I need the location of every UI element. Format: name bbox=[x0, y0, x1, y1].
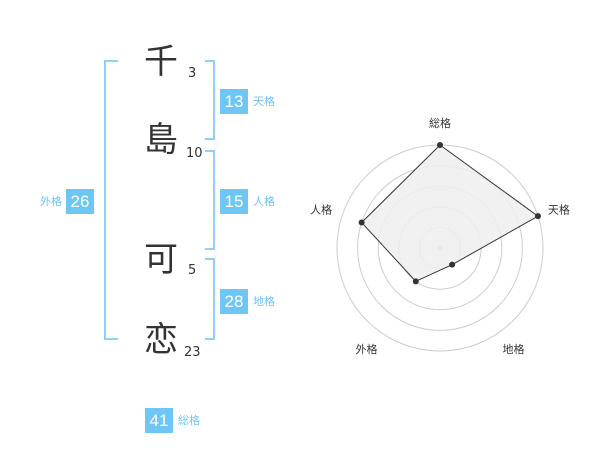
radar-axis-label-5: 人格 bbox=[310, 202, 332, 216]
radar-axis-label-3: 地格 bbox=[502, 342, 524, 356]
jinkaku-value: 15 bbox=[220, 189, 248, 214]
tenkaku-label: 天格 bbox=[253, 95, 275, 108]
radar-point-1 bbox=[437, 142, 443, 148]
radar-point-2 bbox=[534, 213, 541, 220]
gaikaku-bracket bbox=[104, 60, 118, 340]
chikaku-bracket bbox=[205, 258, 215, 340]
kanji-2: 島 bbox=[144, 120, 178, 160]
gaikaku-label: 外格 bbox=[40, 195, 62, 208]
tenkaku-badge: 13 天格 bbox=[220, 89, 275, 114]
radar-axis-label-4: 外格 bbox=[356, 342, 378, 356]
stroke-count-1: 3 bbox=[188, 66, 197, 81]
jinkaku-bracket bbox=[205, 150, 215, 250]
jinkaku-label: 人格 bbox=[253, 195, 275, 208]
radar-axis-label-1: 総格 bbox=[429, 116, 451, 130]
radar-point-4 bbox=[412, 278, 419, 285]
soukaku-value: 41 bbox=[145, 408, 173, 433]
stroke-count-3: 5 bbox=[188, 263, 197, 278]
jinkaku-badge: 15 人格 bbox=[220, 189, 275, 214]
radar-area bbox=[360, 144, 539, 282]
gaikaku-value: 26 bbox=[66, 189, 94, 214]
kanji-1: 千 bbox=[144, 42, 178, 82]
radar-point-3 bbox=[449, 261, 456, 268]
kanji-4: 恋 bbox=[144, 320, 178, 360]
radar-axis-label-2: 天格 bbox=[548, 202, 570, 216]
chikaku-label: 地格 bbox=[253, 295, 275, 308]
stroke-count-2: 10 bbox=[186, 146, 203, 161]
radar-point-5 bbox=[358, 219, 365, 226]
gaikaku-badge: 外格 26 bbox=[40, 189, 94, 214]
chikaku-value: 28 bbox=[220, 289, 248, 314]
soukaku-label: 総格 bbox=[178, 414, 200, 427]
soukaku-badge: 41 総格 bbox=[145, 408, 200, 433]
tenkaku-value: 13 bbox=[220, 89, 248, 114]
kanji-3: 可 bbox=[144, 240, 178, 280]
chikaku-badge: 28 地格 bbox=[220, 289, 275, 314]
tenkaku-bracket bbox=[205, 60, 215, 140]
stroke-count-4: 23 bbox=[184, 345, 201, 360]
radar-points bbox=[358, 142, 541, 285]
